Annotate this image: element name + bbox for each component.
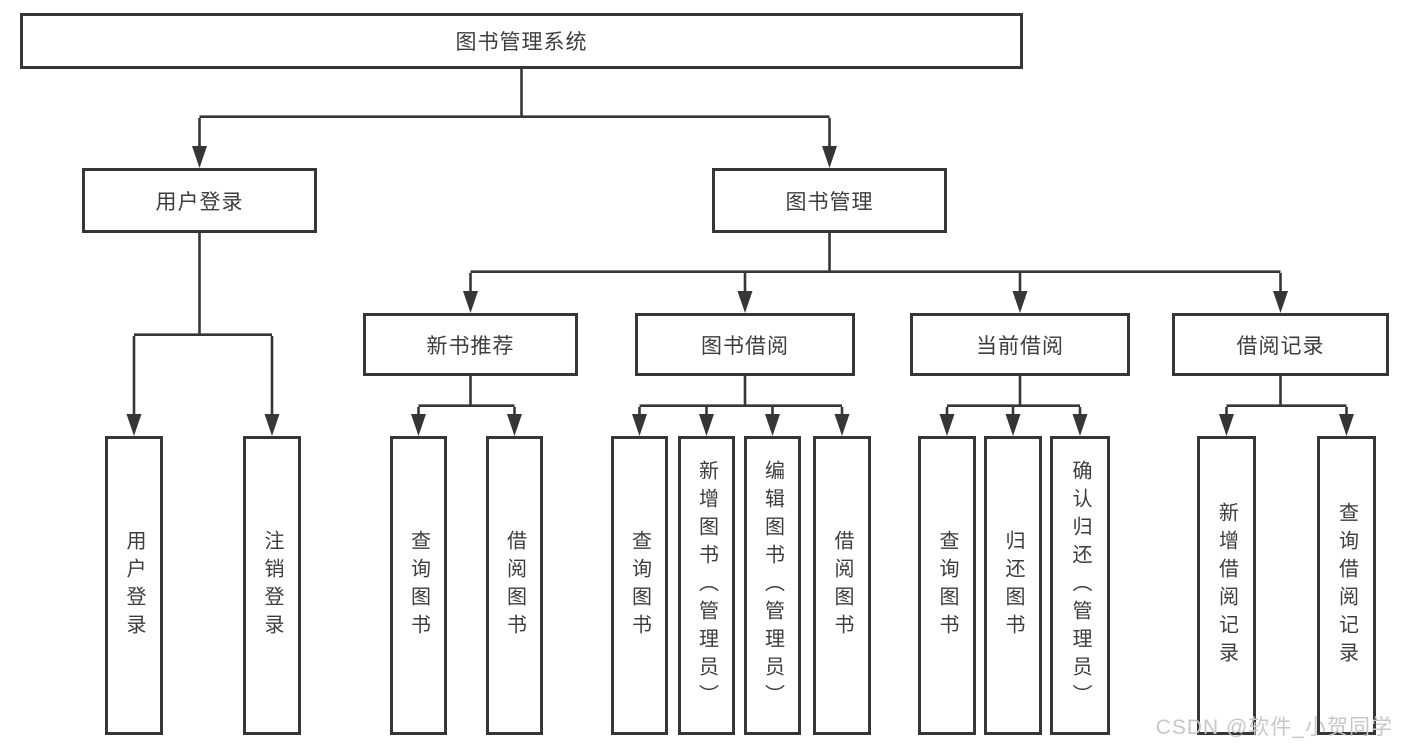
node-label: 图书管理 [785,190,874,214]
leaf-user-login: 用户登录 [105,436,163,735]
node-label: 当前借阅 [976,334,1064,358]
node-user-login: 用户登录 [82,168,317,233]
node-label: 查询借阅记录 [1335,501,1358,670]
leaf-logout: 注销登录 [243,436,301,735]
node-label: 用户登录 [155,190,244,214]
node-label: 借阅记录 [1236,334,1325,358]
leaf-return-books: 归还图书 [984,436,1042,735]
node-label: 图书借阅 [701,334,789,358]
node-borrowing-records: 借阅记录 [1172,313,1389,376]
node-label: 新增借阅记录 [1215,501,1238,670]
leaf-query-books: 查询图书 [390,436,447,735]
node-label: 查询图书 [936,529,958,642]
node-label: 用户登录 [123,529,145,642]
node-label: 借阅图书 [831,529,853,642]
leaf-query-books: 查询图书 [611,436,668,735]
node-book-borrowing: 图书借阅 [635,313,855,376]
leaf-confirm-return-admin: 确认归还（管理员） [1050,436,1110,735]
node-label: 确认归还（管理员） [1069,459,1091,712]
node-current-borrowing: 当前借阅 [910,313,1130,376]
leaf-query-books: 查询图书 [918,436,976,735]
leaf-query-borrow-record: 查询借阅记录 [1317,436,1376,735]
leaf-edit-books-admin: 编辑图书（管理员） [744,436,801,735]
node-book-management: 图书管理 [712,168,947,233]
node-label: 查询图书 [407,529,430,642]
leaf-add-borrow-record: 新增借阅记录 [1197,436,1256,735]
node-label: 图书管理系统 [455,31,588,54]
node-label: 归还图书 [1002,529,1024,642]
node-library-system: 图书管理系统 [20,13,1023,69]
node-label: 新增图书（管理员） [695,459,718,712]
node-label: 注销登录 [261,529,283,642]
node-new-book-recommend: 新书推荐 [363,313,578,376]
arrowhead-icons [126,146,1354,436]
node-label: 新书推荐 [426,334,515,358]
leaf-borrow-books: 借阅图书 [486,436,543,735]
leaf-add-books-admin: 新增图书（管理员） [678,436,735,735]
leaf-borrow-books: 借阅图书 [813,436,871,735]
node-label: 编辑图书（管理员） [761,459,784,712]
csdn-watermark: CSDN @软件_小贺同学 [1155,716,1393,739]
node-label: 查询图书 [628,529,651,642]
node-label: 借阅图书 [503,529,526,642]
